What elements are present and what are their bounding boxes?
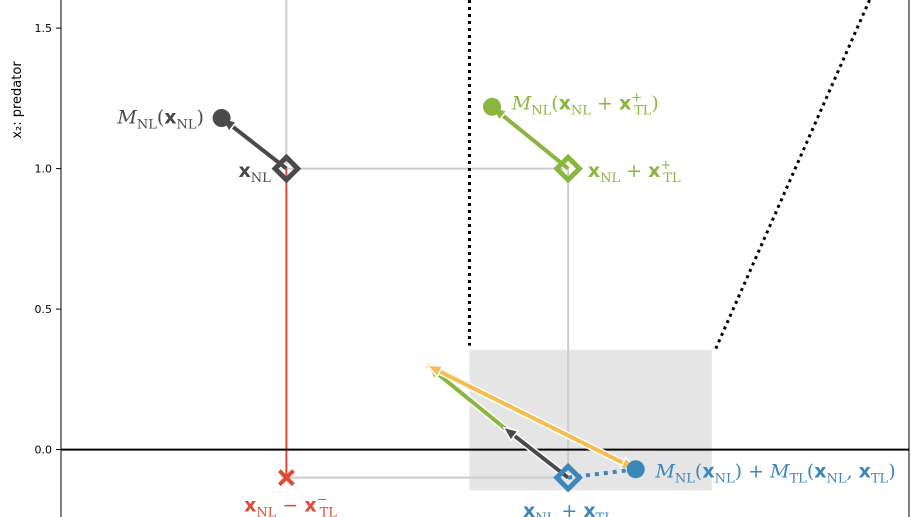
point-layer [212,97,645,493]
label-xnl-part-0: x [238,160,250,182]
label-xnl_tl: xNL + xTL [523,500,613,517]
label-m_sum-part-10: x [814,461,826,483]
label-xnl_plus: xNL + x+TL [588,158,681,186]
label-xnl_tl-part-1: NL [535,511,555,517]
label-m_nl_xnl-part-2: ( [157,107,164,129]
label-m_sum-part-6: + [742,461,770,483]
label-m_sum-part-0: M [654,461,675,483]
label-m_nl_plus-part-9: ) [651,93,658,115]
point-x-nl-x-tl- [553,153,583,184]
label-m_sum-part-8: TL [790,472,808,487]
shaded-region [469,349,712,491]
label-m_sum-part-13: x [859,461,871,483]
label-xnl_tl-part-4: TL [596,511,614,517]
label-m_sum-part-5: ) [735,461,742,483]
label-m_sum-part-12: , [847,461,859,483]
label-m_nl_xnl-part-5: ) [197,107,204,129]
label-m_nl_xnl-part-0: M [116,107,137,129]
boundary-line-2 [713,0,871,352]
label-xnl: xNL [238,160,271,186]
label-xnl_minus-part-4: − [317,492,328,507]
label-xnl_plus-part-3: x [648,160,660,182]
axes-layer: 0.0 0.5 1.0 1.5 [35,0,910,517]
label-m_sum-part-1: NL [675,472,695,487]
label-m_nl_plus-part-8: TL [634,104,652,119]
label-m_nl_xnl-part-3: x [164,107,176,129]
label-m_nl_xnl: MNL(xNL) [116,107,204,133]
label-xnl_plus-part-1: NL [600,171,620,186]
arrow-head-2 [501,425,520,442]
arrow-tail-head-4 [425,364,444,379]
label-m_nl_xnl-part-1: NL [137,118,157,133]
label-m_sum-part-9: ( [807,461,814,483]
label-xnl_plus-part-2: + [620,160,648,182]
label-m_sum-part-3: x [702,461,714,483]
label-m_nl_xnl-part-4: NL [177,118,197,133]
y-tick-label-0: 0.0 [35,444,53,457]
label-xnl-part-1: NL [251,171,271,186]
label-xnl_minus-part-3: x [304,494,316,516]
label-m_nl_plus-part-5: + [591,93,619,115]
label-m_sum-part-7: M [769,461,790,483]
point-x-nl [271,153,302,184]
label-xnl_tl-part-3: x [583,500,595,517]
point-m-nl-x-nl-x-tl- [483,97,502,116]
arrow-1 [490,105,570,171]
y-tick-label-2: 1.0 [35,163,53,176]
label-xnl_minus-part-0: x [244,494,256,516]
label-m_sum-part-14: TL [871,472,889,487]
label-m_nl_plus-part-1: NL [531,104,551,119]
point-m-nl-x-nl-m-tl-x-nl-x-tl- [626,460,645,479]
label-m_nl_plus-part-2: ( [551,93,558,115]
label-xnl_tl-part-0: x [523,500,535,517]
point-x-nl-x-tl [553,462,583,493]
label-m_nl_plus-part-0: M [511,93,532,115]
label-xnl_minus-part-5: TL [320,505,338,517]
label-m_sum-part-15: ) [888,461,895,483]
label-xnl_plus-part-0: x [588,160,600,182]
label-m_sum-part-11: NL [827,472,847,487]
region-layer [469,349,712,491]
reference-layer [61,0,909,451]
point-m-nl-x-nl- [212,109,231,128]
label-xnl_minus-part-1: NL [256,505,276,517]
y-tick-label-3: 1.5 [35,22,53,35]
label-xnl_tl-part-2: + [555,500,583,517]
label-m_nl_plus: MNL(xNL + x+TL) [511,91,659,119]
y-tick-label-1: 0.5 [35,303,53,316]
arrow-4 [426,363,637,472]
label-m_sum-part-4: NL [715,472,735,487]
label-m_nl_plus-part-3: x [559,93,571,115]
label-xnl_plus-part-4: + [660,158,671,173]
label-m_sum: MNL(xNL) + MTL(xNL, xTL) [654,461,895,487]
label-m_nl_plus-part-4: NL [571,104,591,119]
guide-layer [285,0,570,479]
guide-line-0 [285,0,570,478]
label-m_nl_plus-part-7: + [631,91,642,106]
y-axis-label: x₂: predator [10,61,25,139]
arrow-3 [425,363,505,429]
label-xnl_minus: xNL − x−TL [244,492,337,517]
label-xnl_plus-part-5: TL [663,171,681,186]
label-m_sum-part-2: ( [695,461,702,483]
label-xnl_minus-part-2: − [276,494,304,516]
point-x-nl-x-tl- [277,469,295,487]
label-m_nl_plus-part-6: x [619,93,631,115]
